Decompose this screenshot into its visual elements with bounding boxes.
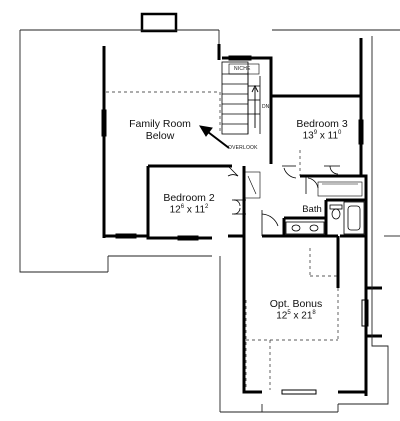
stair-direction-label: DN: [262, 104, 270, 110]
overlook-label: OVERLOOK: [228, 145, 258, 151]
bath-label: Bath: [298, 204, 326, 216]
bedroom2-label: Bedroom 2 126 x 112: [157, 192, 221, 216]
exterior-walls: [102, 38, 382, 396]
closet-lines: [243, 171, 363, 199]
bonus-label: Opt. Bonus 125 x 218: [258, 298, 334, 322]
family-room-line2: Below: [145, 130, 175, 143]
bath-name: Bath: [302, 204, 322, 215]
bonus-name: Opt. Bonus: [269, 298, 323, 310]
family-room-line1: Family Room: [129, 118, 191, 130]
bath-fixtures: [285, 201, 365, 235]
niche-label: NICHE: [234, 66, 251, 72]
dashed-lines: [106, 91, 339, 390]
staircase: [221, 61, 261, 135]
overlook-arrow: [199, 125, 230, 149]
bedroom3-name: Bedroom 3: [296, 118, 348, 130]
stair-arrow: [251, 84, 259, 128]
roof-outline: [19, 29, 400, 273]
windows: [101, 55, 369, 395]
bedroom3-dimensions: 139 x 110: [302, 130, 342, 142]
bedroom2-name: Bedroom 2: [163, 192, 215, 204]
chimney: [140, 12, 178, 33]
bedroom3-label: Bedroom 3 139 x 110: [290, 118, 354, 142]
niche: [228, 63, 260, 75]
bonus-dimensions: 125 x 218: [276, 310, 316, 322]
bedroom2-dimensions: 126 x 112: [169, 204, 209, 216]
family-room-label: Family Room Below: [128, 118, 192, 142]
